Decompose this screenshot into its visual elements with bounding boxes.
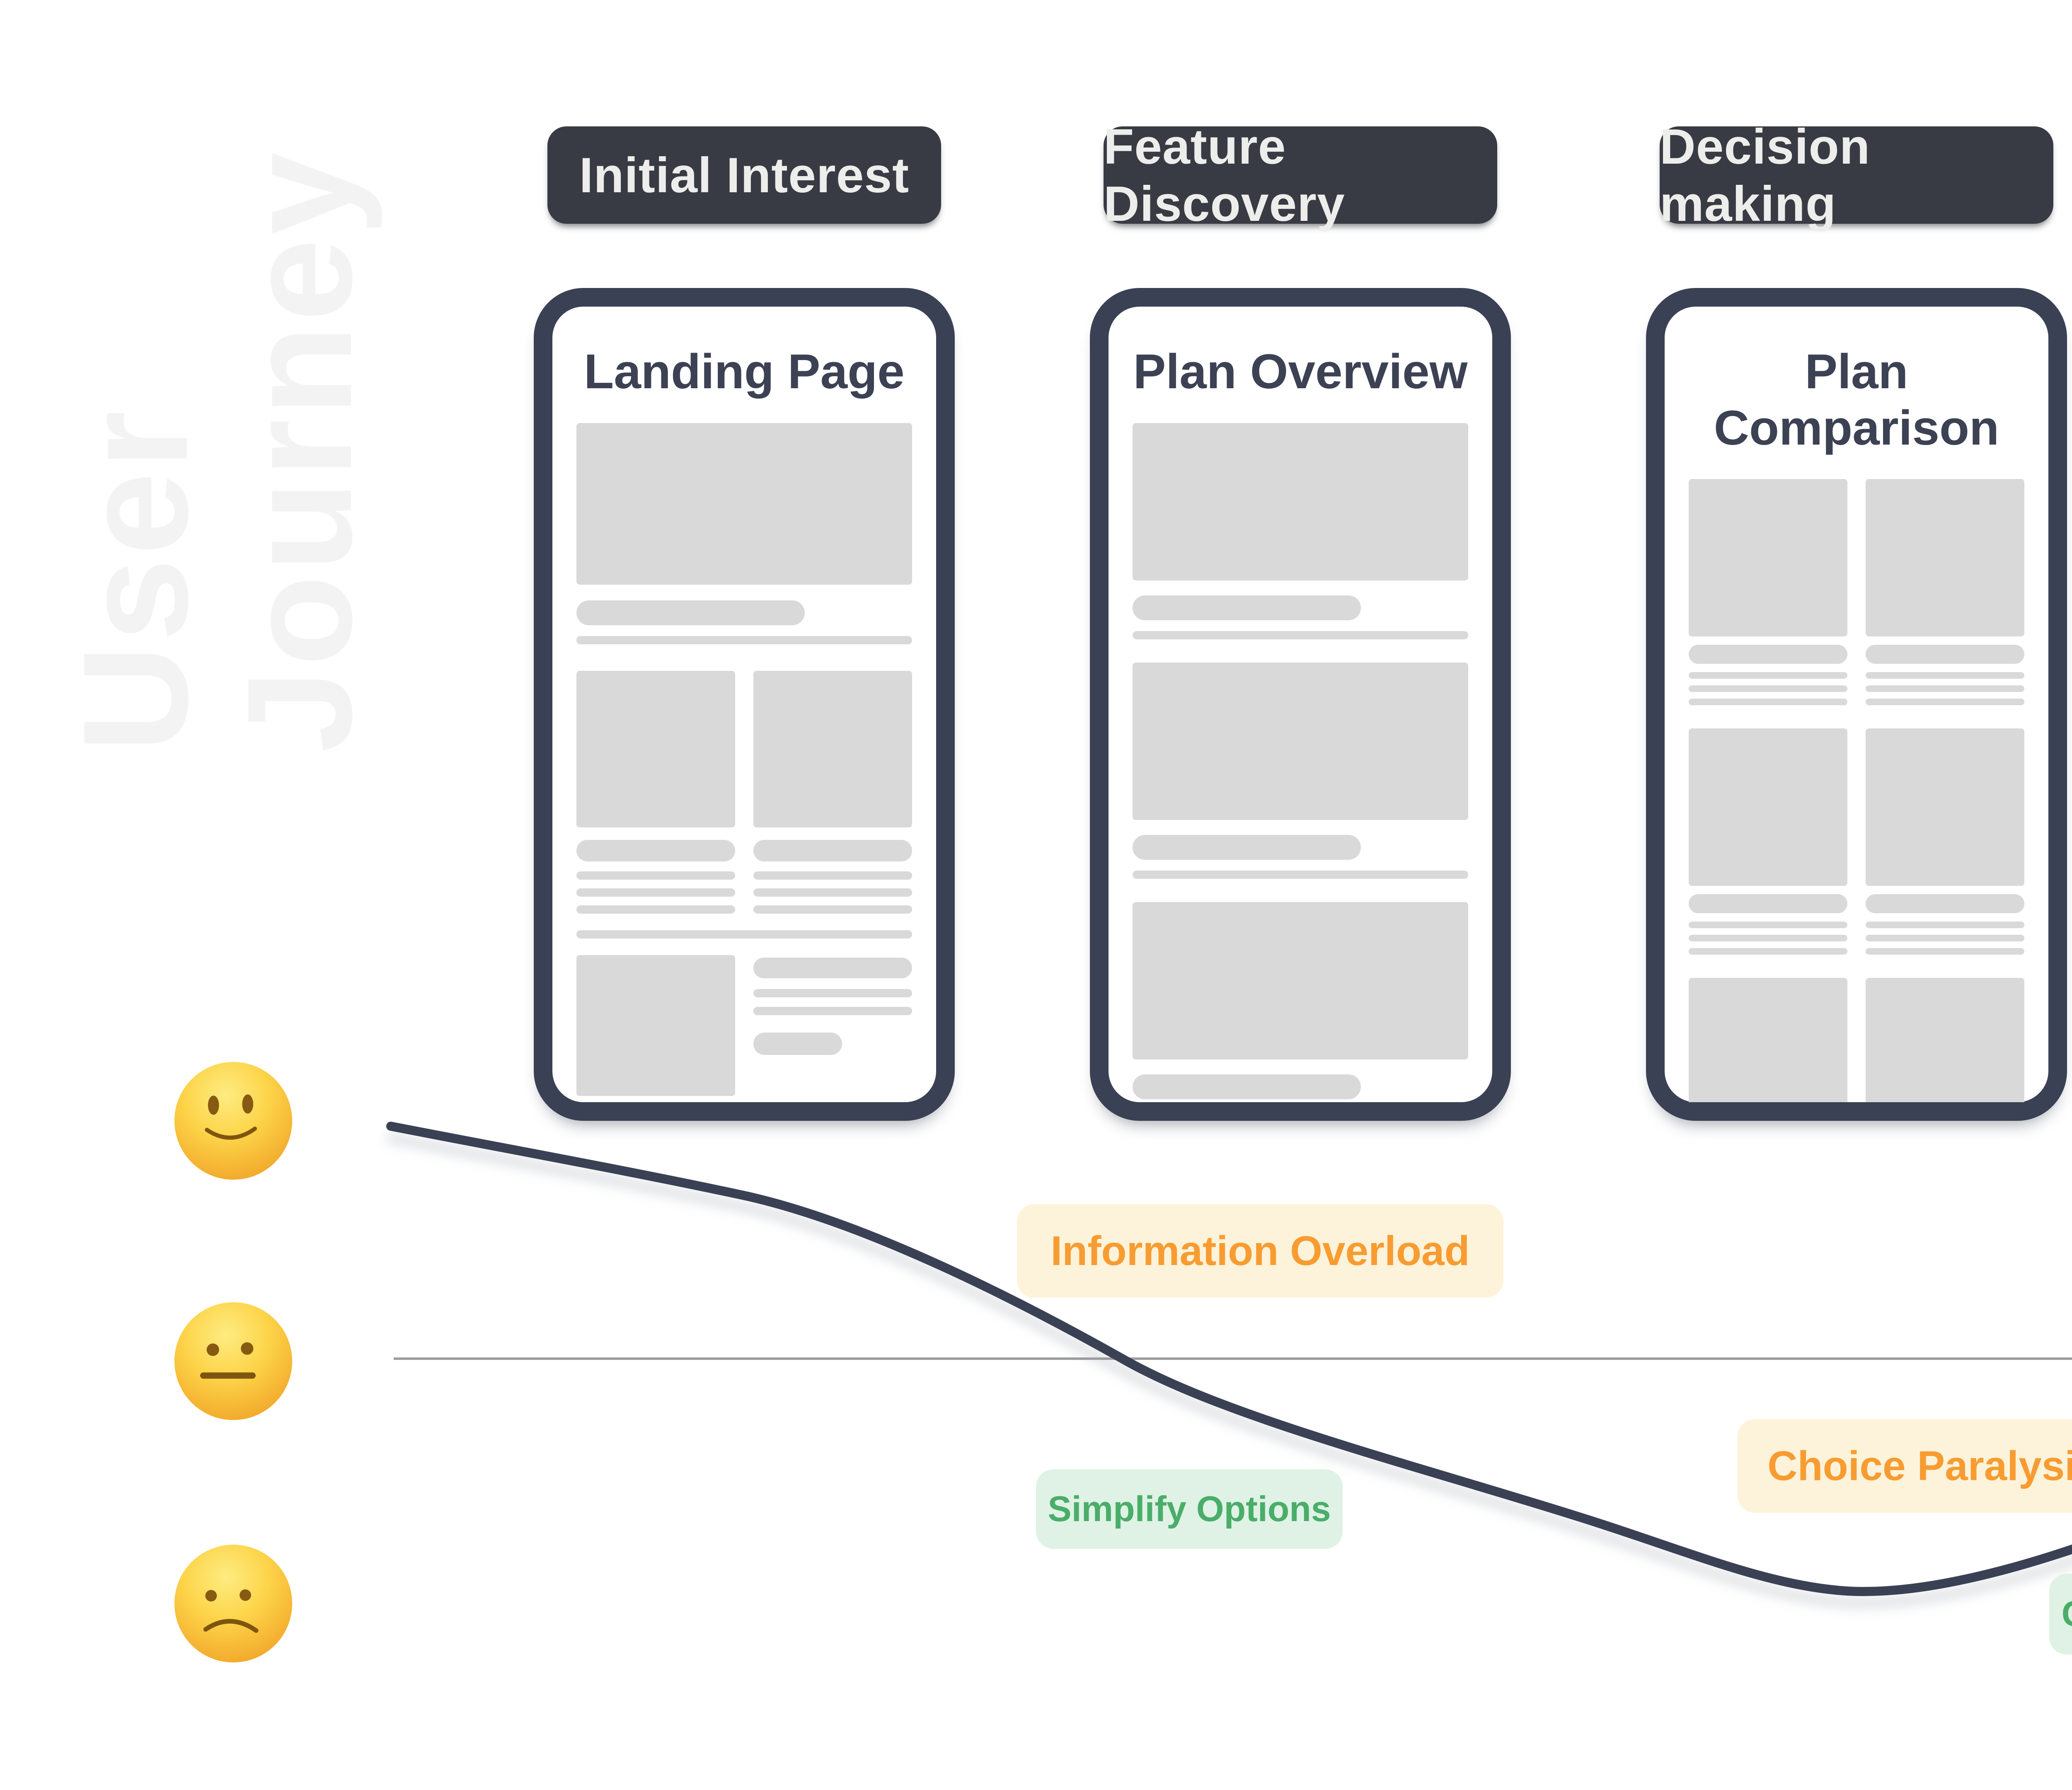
placeholder-image <box>1866 479 2024 637</box>
placeholder-text-line <box>1866 922 2024 929</box>
placeholder-heading <box>753 957 912 978</box>
placeholder-image <box>1133 423 1468 581</box>
placeholder-grid-row <box>1689 978 2024 1102</box>
stage-label: Decision making <box>1660 119 2053 232</box>
placeholder-heading <box>576 600 805 625</box>
placeholder-image <box>1689 978 1847 1102</box>
placeholder-heading <box>753 839 912 861</box>
screen-title: Plan Overview <box>1133 344 1468 399</box>
placeholder-card <box>1689 978 1847 1102</box>
stage-label: Initial Interest <box>547 126 941 224</box>
placeholder-card <box>1866 479 2024 706</box>
placeholder-image <box>1133 902 1468 1059</box>
placeholder-text-line <box>1689 672 1847 679</box>
placeholder-divider <box>576 930 912 939</box>
phone-mockup-plan-comparison: Plan Comparison <box>1646 288 2067 1121</box>
placeholder-card <box>1866 978 2024 1102</box>
placeholder-heading <box>1689 645 1847 664</box>
placeholder-image <box>1866 728 2024 886</box>
annotation-clear-comparison: Clear Comparison <box>2049 1574 2072 1655</box>
placeholder-column <box>576 670 735 914</box>
placeholder-text-line <box>753 888 912 897</box>
screen-title: Landing Page <box>584 344 905 399</box>
placeholder-image <box>1689 479 1847 637</box>
watermark-line-2: Journey <box>216 149 383 752</box>
stage-label: Feature Discovery <box>1104 119 1497 232</box>
placeholder-text-line <box>753 905 912 914</box>
stage-initial-interest: Initial Interest Landing Page <box>534 0 955 1790</box>
placeholder-card <box>1689 479 1847 706</box>
placeholder-text-line <box>1689 935 1847 942</box>
positive-emoji-icon <box>174 1062 293 1180</box>
placeholder-text-line <box>1689 922 1847 929</box>
stage-decision-making: Decision making Plan Comparison <box>1646 0 2067 1790</box>
placeholder-text-line <box>576 636 912 644</box>
placeholder-column <box>576 955 735 1096</box>
watermark-line-1: User <box>52 407 219 752</box>
placeholder-text-line <box>1866 935 2024 942</box>
screen-title: Plan Comparison <box>1714 344 1999 455</box>
placeholder-heading <box>1689 894 1847 914</box>
neutral-baseline <box>394 1357 2072 1360</box>
watermark-title: User Journey <box>52 65 383 752</box>
placeholder-text-line <box>1689 699 1847 706</box>
placeholder-heading <box>576 839 735 861</box>
placeholder-text-line <box>1689 948 1847 955</box>
placeholder-text-line <box>1866 672 2024 679</box>
placeholder-heading <box>1133 835 1361 860</box>
placeholder-image <box>576 955 735 1096</box>
phone-mockup-plan-overview: Plan Overview <box>1090 288 1511 1121</box>
placeholder-two-column <box>576 670 912 914</box>
placeholder-text-line <box>576 905 735 914</box>
placeholder-text-line <box>753 989 912 997</box>
phone-screen: Plan Comparison <box>1665 307 2048 1102</box>
placeholder-text-line <box>753 871 912 880</box>
placeholder-button <box>753 1032 842 1055</box>
placeholder-heading <box>1866 894 2024 914</box>
placeholder-two-column <box>576 955 912 1096</box>
phone-screen: Plan Overview <box>1109 307 1492 1102</box>
annotation-simplify-options: Simplify Options <box>1036 1469 1343 1549</box>
neutral-emoji-icon <box>174 1302 293 1420</box>
placeholder-image <box>1689 728 1847 886</box>
placeholder-text-line <box>1133 631 1468 639</box>
placeholder-column <box>753 670 912 914</box>
placeholder-image <box>576 670 735 827</box>
placeholder-card <box>1689 728 1847 955</box>
placeholder-image <box>753 670 912 827</box>
placeholder-text-line <box>1689 685 1847 692</box>
placeholder-image <box>576 423 912 585</box>
placeholder-column <box>753 955 912 1096</box>
negative-emoji-icon <box>174 1544 293 1663</box>
placeholder-heading <box>1133 1074 1361 1099</box>
placeholder-text-line <box>1133 870 1468 879</box>
annotation-choice-paralysis: Choice Paralysis <box>1738 1419 2072 1513</box>
phone-mockup-landing-page: Landing Page <box>534 288 955 1121</box>
placeholder-text-line <box>1866 685 2024 692</box>
placeholder-card <box>1866 728 2024 955</box>
placeholder-grid-row <box>1689 479 2024 706</box>
placeholder-text-line <box>753 1006 912 1015</box>
placeholder-heading <box>1133 595 1361 620</box>
stage-feature-discovery: Feature Discovery Plan Overview <box>1090 0 1511 1790</box>
placeholder-text-line <box>576 871 735 880</box>
annotation-information-overload: Information Overload <box>1017 1204 1503 1298</box>
placeholder-grid-row <box>1689 728 2024 955</box>
placeholder-text-line <box>576 888 735 897</box>
placeholder-image <box>1133 662 1468 820</box>
placeholder-text-line <box>1866 699 2024 706</box>
phone-screen: Landing Page <box>552 307 936 1102</box>
placeholder-text-line <box>1866 948 2024 955</box>
placeholder-image <box>1866 978 2024 1102</box>
placeholder-heading <box>1866 645 2024 664</box>
